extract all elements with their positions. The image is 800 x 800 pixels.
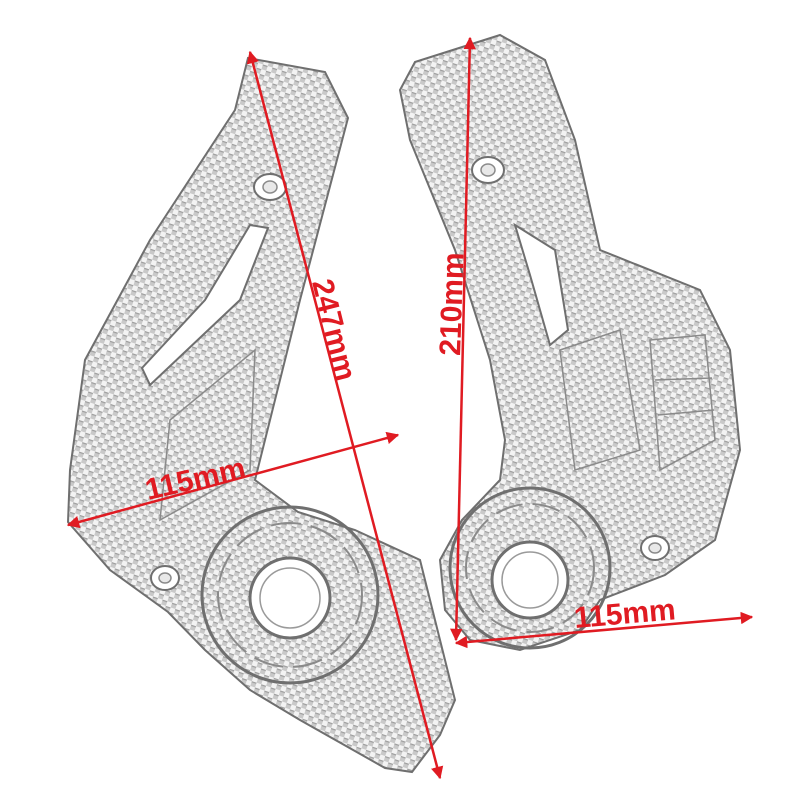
left-diagonal-dimension-line bbox=[246, 50, 444, 780]
right-frame-cover bbox=[398, 33, 742, 652]
left-frame-cover bbox=[66, 56, 457, 774]
left-diagonal-label: 247mm bbox=[305, 276, 362, 384]
left-width-dimension-line bbox=[66, 431, 400, 529]
right-width-dimension-line bbox=[454, 611, 754, 649]
dimension-lines bbox=[66, 36, 754, 780]
right-height-label: 210mm bbox=[434, 252, 471, 356]
right-slot bbox=[513, 222, 570, 347]
right-height-dimension-line bbox=[450, 36, 476, 642]
left-cover-body bbox=[66, 56, 457, 774]
